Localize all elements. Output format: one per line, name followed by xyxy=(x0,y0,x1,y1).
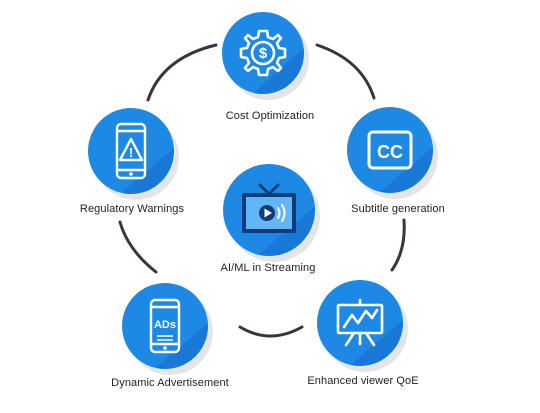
label-dynamic-advertisement: Dynamic Advertisement xyxy=(111,377,229,389)
chart-board-icon xyxy=(336,298,384,347)
node-shade xyxy=(379,147,433,193)
node-subtitle-generation: CC xyxy=(347,107,433,193)
arc-warn-cost xyxy=(146,43,218,102)
arc-cost-subtitle xyxy=(315,43,376,100)
node-enhanced-viewer-qoe xyxy=(317,280,403,366)
arc-subtitle-qoe xyxy=(390,218,406,272)
node-dynamic-advertisement: ADs xyxy=(122,283,208,369)
node-cost-optimization: $ xyxy=(222,12,304,94)
node-shade xyxy=(120,148,174,194)
node-shade xyxy=(154,323,208,369)
closed-caption-text: CC xyxy=(377,142,403,162)
label-subtitle-generation: Subtitle generation xyxy=(351,203,445,215)
node-shade xyxy=(349,320,403,366)
label-regulatory-warnings: Regulatory Warnings xyxy=(79,203,185,215)
label-enhanced-viewer-qoe: Enhanced viewer QoE xyxy=(307,375,419,387)
gear-dollar-icon: $ xyxy=(239,29,287,77)
label-ai-ml-streaming: AI/ML in Streaming xyxy=(220,262,316,274)
node-ai-ml-streaming xyxy=(223,164,315,256)
ads-text: ADs xyxy=(154,319,176,331)
phone-warning-icon: ! xyxy=(115,122,147,180)
arc-ads-warn xyxy=(118,220,158,274)
label-cost-optimization: Cost Optimization xyxy=(225,110,315,122)
node-regulatory-warnings: ! xyxy=(88,108,174,194)
warning-exclamation: ! xyxy=(129,145,133,160)
phone-ads-icon: ADs xyxy=(149,298,181,354)
tv-play-icon xyxy=(242,183,296,233)
closed-caption-icon: CC xyxy=(367,130,413,170)
svg-text:$: $ xyxy=(259,45,268,62)
arc-qoe-ads xyxy=(238,325,304,338)
